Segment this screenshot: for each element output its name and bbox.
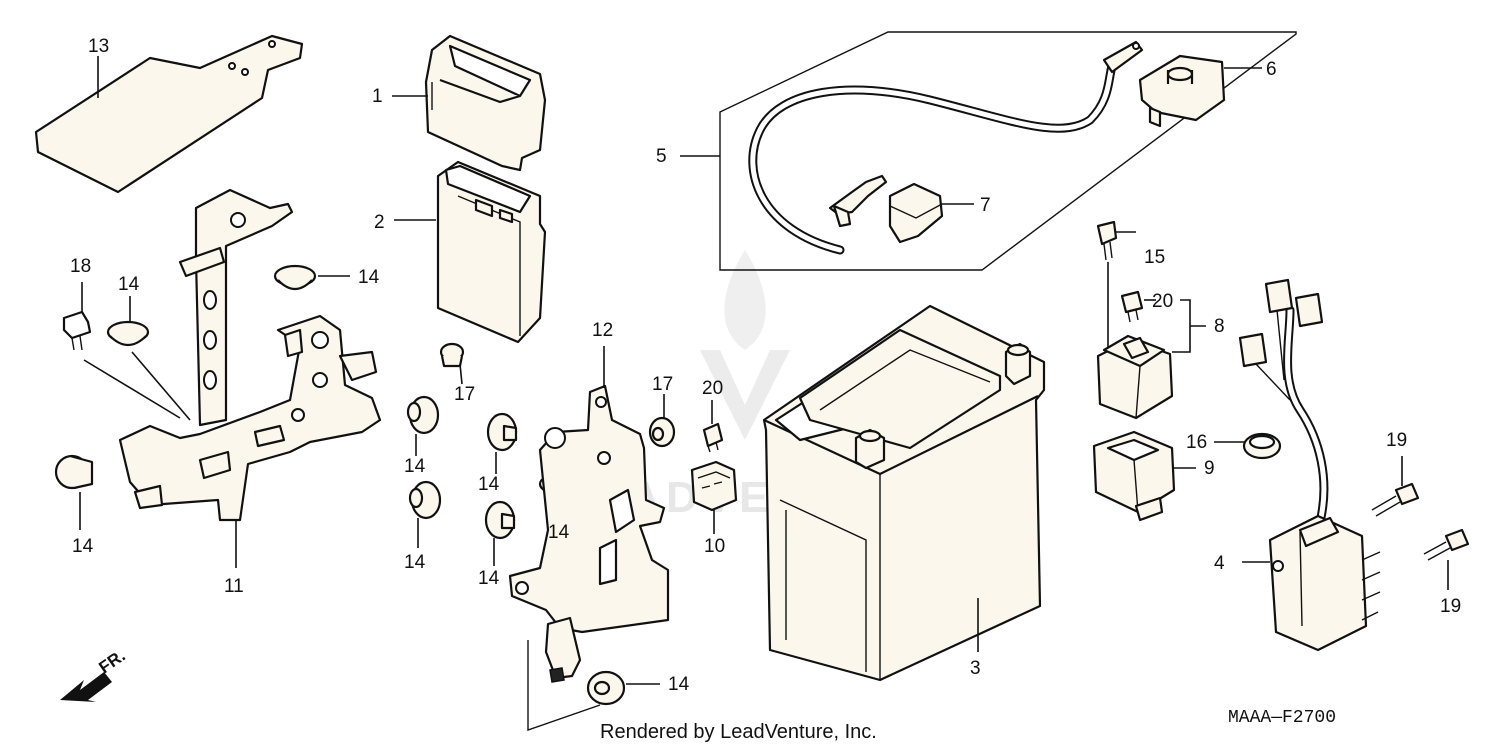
part-8-relay[interactable] (1096, 334, 1174, 420)
part-19-bolt-b[interactable] (1423, 528, 1470, 561)
callout-15[interactable]: 15 (1144, 247, 1165, 268)
grommet-14-a[interactable] (273, 264, 317, 291)
grommet-14-b[interactable] (106, 320, 150, 347)
part-6-terminal-cover[interactable] (1138, 54, 1226, 128)
callout-14-c[interactable]: 14 (72, 536, 94, 557)
callout-7[interactable]: 7 (980, 195, 991, 216)
part-20-fuse-b[interactable] (1120, 290, 1144, 323)
part-11-bracket[interactable] (118, 188, 382, 522)
part-9-holder[interactable] (1092, 430, 1176, 522)
part-20-fuse-a[interactable] (702, 422, 724, 453)
callout-3[interactable]: 3 (970, 658, 981, 679)
callout-11[interactable]: 11 (224, 576, 244, 597)
callout-14-g[interactable]: 14 (478, 568, 500, 589)
leader-14b2 (131, 351, 191, 421)
callout-14-d[interactable]: 14 (404, 456, 426, 477)
part-7-cover[interactable] (888, 182, 944, 244)
leader-8 (1172, 299, 1206, 353)
callout-9[interactable]: 9 (1204, 458, 1215, 479)
callout-2[interactable]: 2 (374, 212, 385, 233)
callout-14-f[interactable]: 14 (478, 474, 500, 495)
direction-label: FR. (95, 646, 128, 677)
callout-18[interactable]: 18 (70, 256, 91, 277)
callout-12[interactable]: 12 (592, 320, 613, 341)
callout-13[interactable]: 13 (88, 36, 109, 57)
callout-10[interactable]: 10 (704, 536, 725, 557)
part-18-bolt[interactable] (62, 310, 92, 351)
part-16-ring[interactable] (1242, 432, 1282, 460)
callout-14-a[interactable]: 14 (358, 267, 380, 288)
grommet-14-i[interactable] (586, 670, 626, 706)
callouts: 13 1 2 5 6 7 18 14 14 14 11 12 17 17 20 … (70, 36, 1461, 695)
part-12-bracket[interactable] (508, 384, 670, 683)
callout-14-i[interactable]: 14 (668, 674, 690, 695)
part-5-cable[interactable] (748, 40, 1144, 255)
group-outline-12 (527, 640, 601, 731)
part-13-cover[interactable] (34, 34, 304, 194)
callout-17-b[interactable]: 17 (652, 374, 673, 395)
callout-17-a[interactable]: 17 (454, 384, 475, 405)
callout-8[interactable]: 8 (1214, 316, 1225, 337)
part-15-bolt[interactable] (1096, 220, 1118, 261)
part-4-regulator[interactable] (1238, 278, 1381, 652)
leader-17a (459, 363, 463, 385)
callout-14-b[interactable]: 14 (118, 274, 140, 295)
callout-1[interactable]: 1 (372, 86, 383, 107)
grommet-14-e[interactable] (408, 480, 442, 520)
part-19-bolt-a[interactable] (1371, 482, 1420, 517)
diagram-code: MAAA—F2700 (1228, 708, 1336, 728)
callout-19-a[interactable]: 19 (1386, 430, 1407, 451)
callout-20-a[interactable]: 20 (702, 378, 723, 399)
grommet-14-g[interactable] (484, 500, 516, 540)
part-17-a[interactable] (439, 342, 465, 368)
grommet-14-c[interactable] (54, 454, 94, 490)
part-17-b[interactable] (648, 416, 676, 448)
footer-credit: Rendered by LeadVenture, Inc. (600, 721, 877, 743)
callout-5[interactable]: 5 (656, 146, 667, 167)
callout-4[interactable]: 4 (1214, 553, 1225, 574)
part-2-module[interactable] (436, 160, 547, 344)
part-3-battery[interactable] (762, 304, 1046, 682)
group-outline-5 (719, 31, 1297, 271)
arrow-icon (60, 672, 112, 702)
callout-6[interactable]: 6 (1266, 59, 1277, 80)
front-direction-indicator: FR. (60, 646, 129, 702)
part-10-fuse-holder[interactable] (690, 460, 738, 512)
grommet-14-d[interactable] (406, 395, 440, 435)
callout-19-b[interactable]: 19 (1440, 596, 1461, 617)
callout-14-h[interactable]: 14 (548, 522, 570, 543)
callout-16[interactable]: 16 (1186, 432, 1207, 453)
leader-18b (83, 359, 181, 419)
grommet-14-f[interactable] (486, 412, 518, 452)
callout-20-b[interactable]: 20 (1152, 291, 1173, 312)
callout-14-e[interactable]: 14 (404, 552, 426, 573)
part-1-cover[interactable] (424, 34, 547, 172)
